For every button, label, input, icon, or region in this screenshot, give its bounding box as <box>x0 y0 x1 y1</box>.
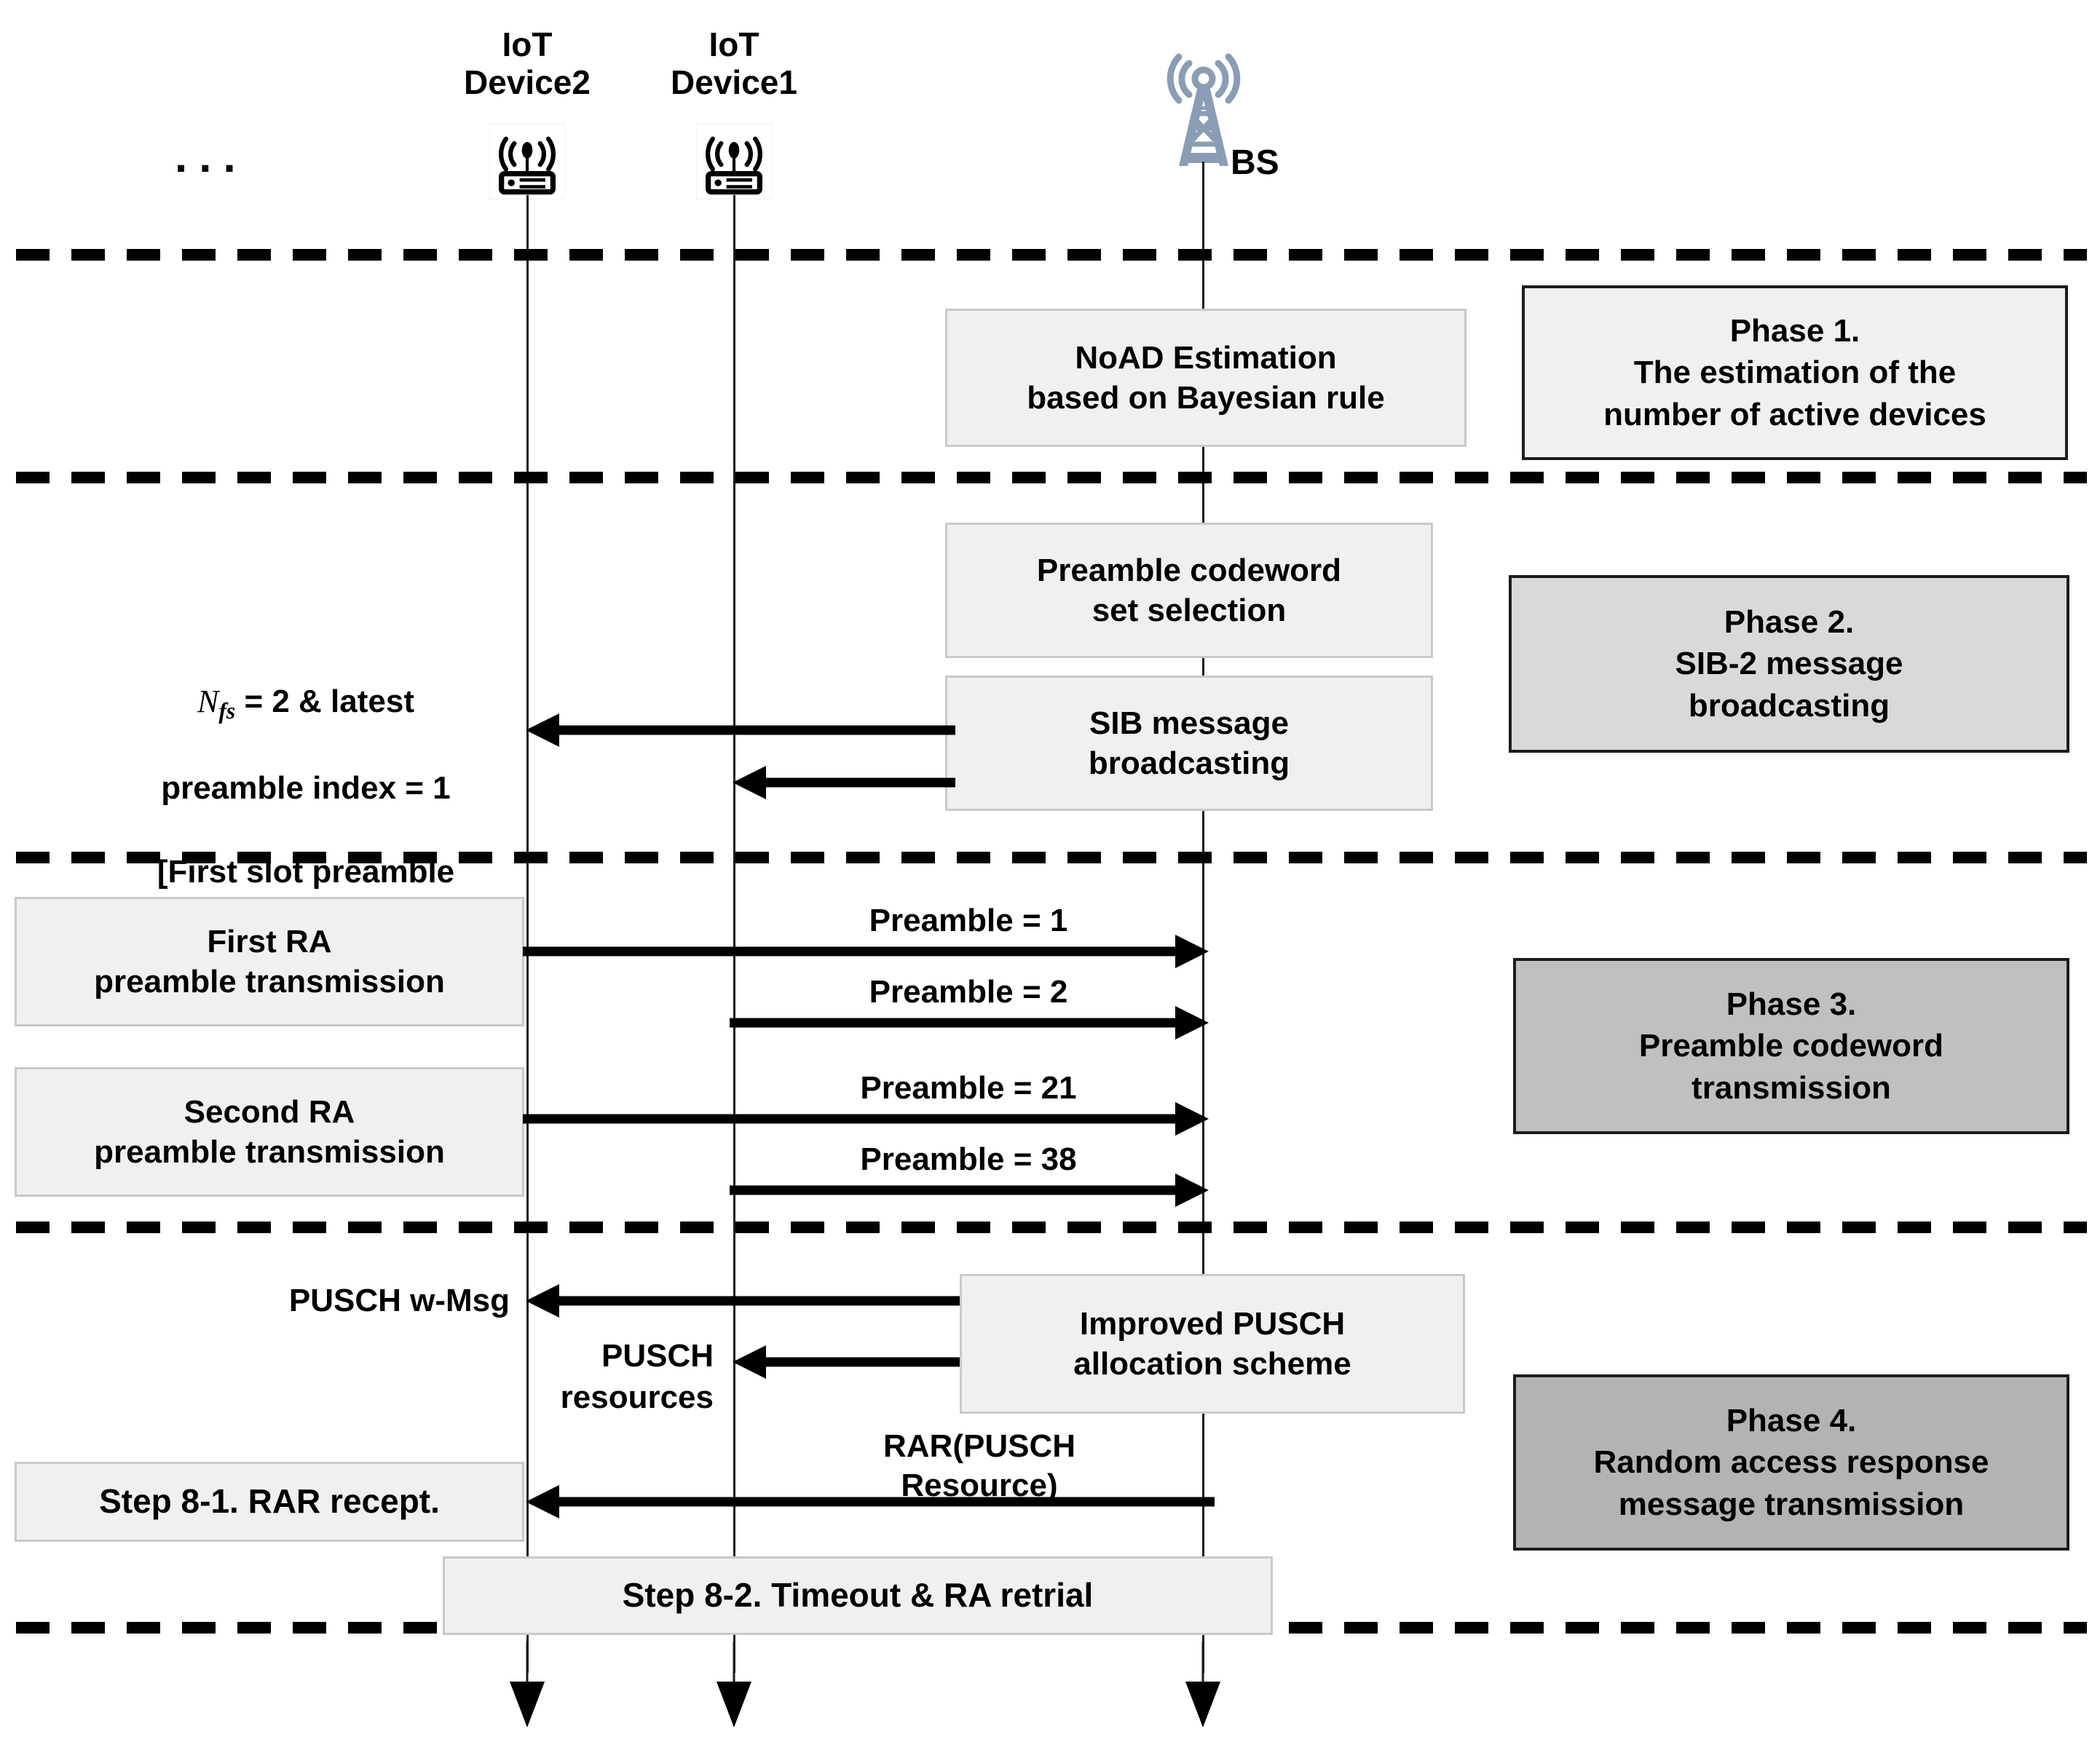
process-box-step-8-2: Step 8-2. Timeout & RA retrial <box>443 1556 1273 1635</box>
phase-box-2: Phase 2. SIB-2 message broadcasting <box>1509 575 2069 753</box>
phase-divider-1 <box>16 249 2087 261</box>
nfs-line3: [First slot preamble <box>157 853 455 890</box>
actor-label-device1: IoT Device1 <box>671 25 797 101</box>
actor-label-bs: BS <box>1231 143 1279 182</box>
message-arrow-preamble-38 <box>730 1173 1213 1207</box>
message-label-preamble-38: Preamble = 38 <box>860 1141 1077 1177</box>
message-arrow-sib-to-device1 <box>728 766 955 799</box>
base-station-icon <box>1153 44 1255 175</box>
process-box-step-8-1: Step 8-1. RAR recept. <box>15 1462 524 1542</box>
annotation-pusch-resources: PUSCH resources <box>560 1338 714 1416</box>
lifeline-terminator-bs <box>1181 1642 1225 1736</box>
message-label-preamble-1: Preamble = 1 <box>869 903 1068 938</box>
message-label-preamble-21: Preamble = 21 <box>860 1070 1077 1106</box>
nfs-line1-rest: = 2 & latest <box>235 684 414 720</box>
nfs-symbol: N <box>197 684 219 720</box>
iot-device-icon-device1 <box>695 123 773 200</box>
lifeline-device2 <box>526 195 529 1673</box>
process-box-improved-pusch-allocation: Improved PUSCH allocation scheme <box>960 1274 1465 1414</box>
phase-divider-3 <box>16 852 2087 863</box>
process-box-sib-message-broadcasting: SIB message broadcasting <box>945 676 1433 811</box>
nfs-line2: preamble index = 1 <box>161 770 451 807</box>
actor-label-device2: IoT Device2 <box>464 25 591 101</box>
message-arrow-preamble-1 <box>523 935 1213 968</box>
iot-device-icon-device2 <box>489 123 566 200</box>
process-box-noad-estimation: NoAD Estimation based on Bayesian rule <box>945 309 1467 447</box>
phase-box-4: Phase 4. Random access response message … <box>1513 1374 2069 1551</box>
message-arrow-preamble-21 <box>523 1102 1213 1136</box>
message-label-preamble-2: Preamble = 2 <box>869 974 1068 1010</box>
nfs-subscript: fs <box>218 698 236 724</box>
message-arrow-preamble-2 <box>730 1006 1213 1040</box>
phase-divider-4 <box>16 1222 2087 1233</box>
process-box-first-ra: First RA preamble transmission <box>15 897 524 1026</box>
lifeline-terminator-device2 <box>505 1642 549 1736</box>
message-arrow-pusch-resources <box>728 1345 960 1379</box>
process-box-second-ra: Second RA preamble transmission <box>15 1067 524 1197</box>
lifeline-device1 <box>733 195 735 1673</box>
ellipsis-icon: ... <box>175 132 248 182</box>
lifeline-terminator-device1 <box>712 1642 756 1736</box>
process-box-preamble-codeword-set-selection: Preamble codeword set selection <box>945 523 1433 658</box>
message-arrow-rar-pusch <box>521 1485 1215 1519</box>
phase-box-1: Phase 1. The estimation of the number of… <box>1522 285 2068 460</box>
message-arrow-sib-to-device2 <box>521 713 955 747</box>
lifeline-bs <box>1202 162 1204 1673</box>
message-arrow-pusch-w-msg <box>521 1284 960 1318</box>
phase-box-3: Phase 3. Preamble codeword transmission <box>1513 958 2069 1134</box>
phase-divider-2 <box>16 472 2087 483</box>
annotation-pusch-w-msg: PUSCH w-Msg <box>288 1283 510 1318</box>
